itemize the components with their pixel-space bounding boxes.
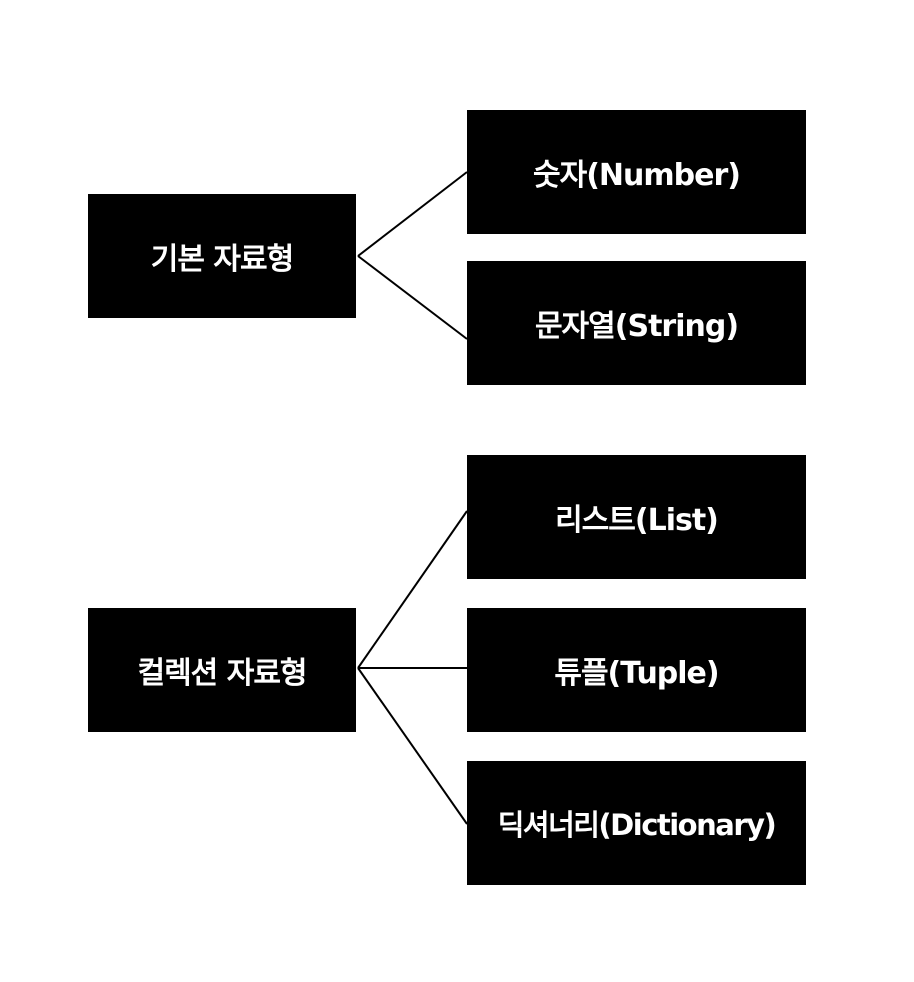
node-tuple: 튜플(Tuple) (467, 608, 806, 732)
node-list-label: 리스트(List) (555, 503, 719, 538)
connector-basic-to-number (357, 171, 468, 257)
node-dictionary-label: 딕셔너리(Dictionary) (497, 808, 777, 842)
node-collection-types-label: 컬렉션 자료형 (137, 656, 307, 691)
node-number: 숫자(Number) (467, 110, 806, 234)
connector-collection-to-list (357, 510, 468, 669)
node-basic-types-label: 기본 자료형 (150, 242, 294, 277)
node-basic-types: 기본 자료형 (88, 194, 356, 318)
node-number-label: 숫자(Number) (533, 158, 741, 193)
node-string: 문자열(String) (467, 261, 806, 385)
node-collection-types: 컬렉션 자료형 (88, 608, 356, 732)
connector-collection-to-dictionary (357, 667, 468, 825)
node-list: 리스트(List) (467, 455, 806, 579)
node-tuple-label: 튜플(Tuple) (554, 656, 719, 691)
connector-basic-to-string (357, 255, 468, 340)
node-string-label: 문자열(String) (534, 309, 739, 344)
node-dictionary: 딕셔너리(Dictionary) (467, 761, 806, 885)
